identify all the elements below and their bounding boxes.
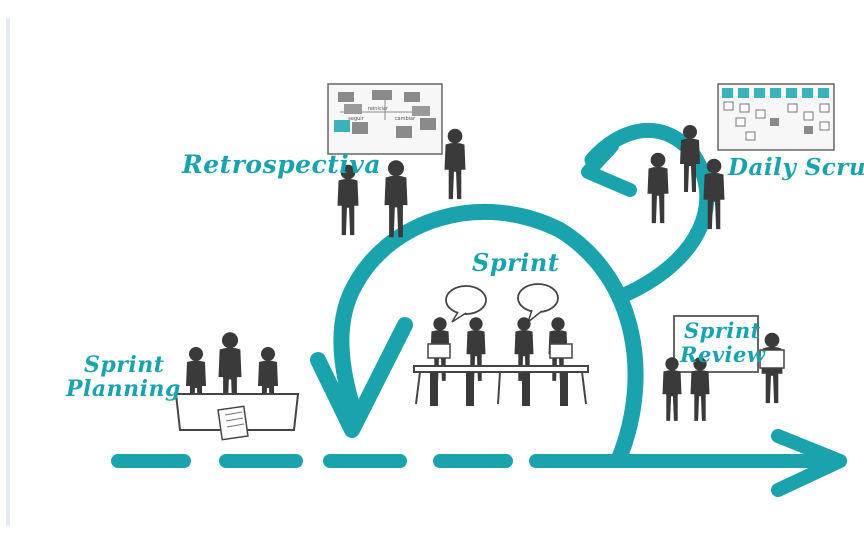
- sprint-review-label-line1: Sprint: [684, 318, 761, 343]
- timeline-arrow: [111, 429, 847, 497]
- sticky-note-teal: [738, 88, 749, 98]
- sprint-planning-label-line1: Sprint: [84, 352, 165, 378]
- sticky-note: [723, 101, 734, 111]
- sticky-note: [803, 111, 814, 121]
- person-legs: [430, 372, 438, 406]
- sticky-note: [770, 118, 779, 126]
- sprint-label: Sprint: [472, 248, 560, 277]
- sticky-note: [819, 103, 830, 113]
- sprint-review-label-line2: Review: [680, 342, 766, 367]
- retro-board-text: reiniciar: [368, 106, 389, 112]
- review-laptop-icon: [759, 349, 785, 369]
- daily-scrum-label: Daily Scrum: [728, 154, 864, 181]
- sprint-cycle-arrow: [333, 203, 644, 464]
- sticky-note-teal: [802, 88, 813, 98]
- sticky-note: [372, 90, 392, 100]
- person-figure: [444, 128, 466, 200]
- sticky-note-teal: [786, 88, 797, 98]
- left-border: [6, 18, 10, 526]
- sticky-note: [404, 92, 420, 102]
- person-legs: [560, 372, 568, 406]
- daily-cycle-arrowhead: [581, 139, 637, 197]
- planning-document: [217, 405, 249, 441]
- sticky-note: [344, 104, 362, 114]
- retro-board: reiniciar seguir cambiar: [327, 83, 443, 155]
- speech-bubble: [445, 285, 487, 315]
- sticky-note: [420, 118, 436, 130]
- retro-board-text: cambiar: [395, 116, 416, 122]
- retrospectiva-label: Retrospectiva: [182, 150, 382, 179]
- sticky-note: [745, 131, 756, 141]
- laptop-icon: [427, 343, 451, 359]
- sprint-scene: [413, 283, 589, 406]
- sprint-loop: [310, 203, 644, 464]
- sticky-note-teal: [334, 120, 350, 132]
- sprint-planning-label-line2: Planning: [66, 376, 181, 402]
- sprint-table: [413, 365, 589, 373]
- sticky-note-teal: [770, 88, 781, 98]
- sticky-note: [739, 103, 750, 113]
- laptop-icon: [549, 343, 573, 359]
- person-figure: [647, 152, 669, 224]
- sticky-note: [396, 126, 412, 138]
- person-legs: [466, 372, 474, 406]
- daily-board: [717, 83, 835, 151]
- sprint-cycle-arrowhead: [310, 317, 413, 438]
- sticky-note: [755, 109, 766, 119]
- sticky-note: [819, 121, 830, 131]
- sticky-note: [352, 122, 368, 134]
- timeline-arrowhead: [771, 429, 847, 497]
- sticky-note-teal: [754, 88, 765, 98]
- sticky-note-teal: [818, 88, 829, 98]
- sticky-note: [804, 126, 813, 134]
- review-scene: [662, 315, 785, 421]
- sticky-note: [338, 92, 354, 102]
- retro-board-text: seguir: [348, 116, 364, 122]
- person-legs: [522, 372, 530, 406]
- review-board: [673, 315, 759, 373]
- sticky-note-teal: [722, 88, 733, 98]
- sticky-note: [787, 103, 798, 113]
- sticky-note: [735, 117, 746, 127]
- planning-scene: [174, 332, 300, 441]
- daily-people: [647, 125, 725, 230]
- speech-bubble: [517, 283, 559, 313]
- sticky-note: [412, 106, 430, 116]
